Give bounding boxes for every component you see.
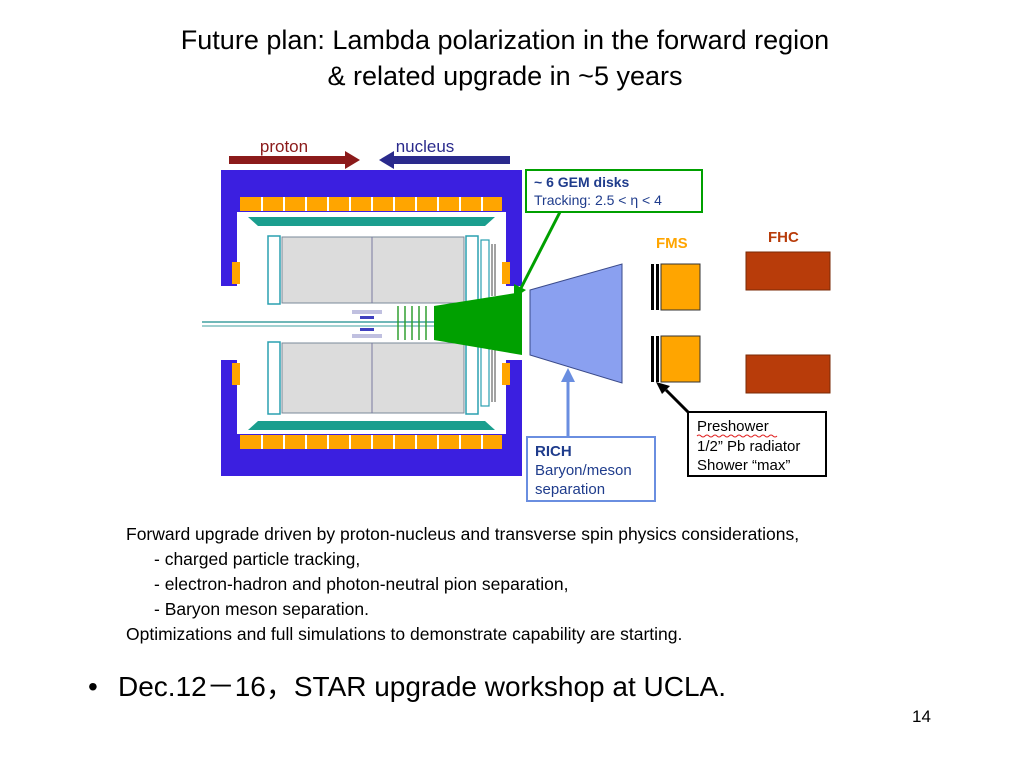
fms-label: FMS [656, 235, 688, 252]
notes-line-1: Forward upgrade driven by proton-nucleus… [126, 524, 800, 544]
slide-title: Future plan: Lambda polarization in the … [0, 22, 1010, 94]
gem-callout-tracking: Tracking: 2.5 < η < 4 [534, 192, 662, 208]
proton-beam-arrow [229, 151, 360, 169]
gem-callout-title: ~ 6 GEM disks [534, 174, 630, 190]
preshower-callout-line-2: 1/2” Pb radiator [697, 438, 800, 455]
rich-callout-line-3: separation [535, 481, 605, 498]
rich-detector [529, 263, 623, 384]
proton-label: proton [260, 137, 308, 156]
fhc-lower-module [745, 354, 831, 394]
notes-line-5: Optimizations and full simulations to de… [126, 624, 683, 644]
notes-item-separation: - electron-hadron and photon-neutral pio… [154, 574, 569, 594]
preshower-callout-title: Preshower [697, 418, 769, 435]
star-detector [202, 170, 522, 476]
bullet-text: Dec.12－16，STAR upgrade workshop at UCLA. [118, 671, 726, 702]
rich-callout-title: RICH [535, 443, 572, 460]
slide-title-line-2: & related upgrade in ~5 years [327, 61, 683, 91]
nucleus-label: nucleus [396, 137, 455, 156]
preshower-callout-box: Preshower 1/2” Pb radiator Shower “max” [687, 411, 827, 477]
upgrade-notes: Forward upgrade driven by proton-nucleus… [126, 522, 966, 647]
fhc-upper-module [745, 251, 831, 291]
preshower-callout-line-3: Shower “max” [697, 457, 790, 474]
fms-upper-module [660, 263, 701, 311]
spellcheck-underline [696, 434, 778, 438]
rich-callout-box: RICH Baryon/meson separation [526, 436, 656, 502]
slide-title-line-1: Future plan: Lambda polarization in the … [180, 25, 830, 55]
bullet-item: • Dec.12－16，STAR upgrade workshop at UCLA… [88, 665, 726, 705]
gem-disks [434, 292, 522, 355]
fhc-label: FHC [768, 229, 799, 246]
nucleus-beam-arrow [379, 151, 510, 169]
preshower-callout-arrow [656, 382, 690, 414]
bullet-symbol: • [88, 671, 98, 702]
fms-lower-module [660, 335, 701, 383]
rich-callout-arrow [561, 368, 575, 437]
notes-item-baryon: - Baryon meson separation. [154, 599, 369, 619]
gem-callout-box: ~ 6 GEM disks Tracking: 2.5 < η < 4 [525, 169, 703, 213]
page-number: 14 [912, 707, 931, 726]
gem-callout-arrow [514, 211, 562, 298]
fms-preshower-plates [651, 264, 659, 382]
notes-item-tracking: - charged particle tracking, [154, 549, 361, 569]
rich-callout-line-2: Baryon/meson [535, 462, 632, 479]
